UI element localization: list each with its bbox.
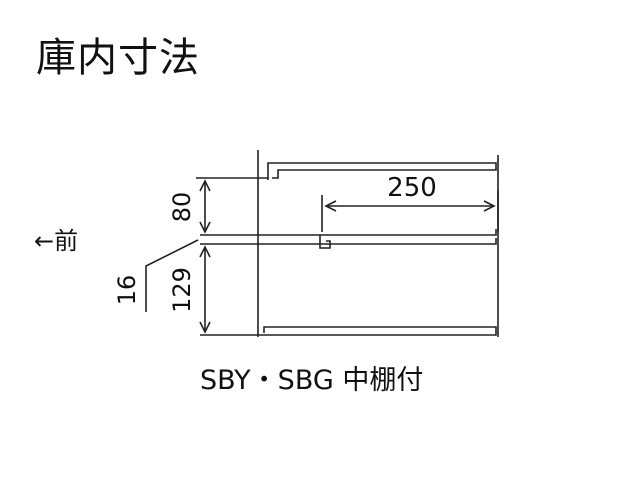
top-panel [267, 162, 497, 180]
depth-arrow-right [483, 200, 496, 212]
depth-label: 250 [387, 173, 437, 203]
upper-arrow-bottom [199, 221, 211, 234]
lower-arrow-bottom [199, 321, 211, 334]
model-caption: SBY・SBG 中棚付 [200, 365, 424, 396]
bottom-panel [258, 326, 497, 336]
shelf-thickness-leader [145, 239, 199, 312]
lower-arrow-top [199, 245, 211, 258]
lower-height-label: 129 [168, 267, 196, 313]
upper-height-label: 80 [168, 192, 196, 223]
middle-shelf [200, 229, 497, 249]
front-direction-label: ←前 [34, 227, 79, 255]
shelf-thickness-label: 16 [113, 275, 141, 306]
upper-arrow-top [199, 179, 211, 192]
depth-arrow-left [324, 200, 337, 212]
page-title: 庫内寸法 [36, 35, 200, 81]
